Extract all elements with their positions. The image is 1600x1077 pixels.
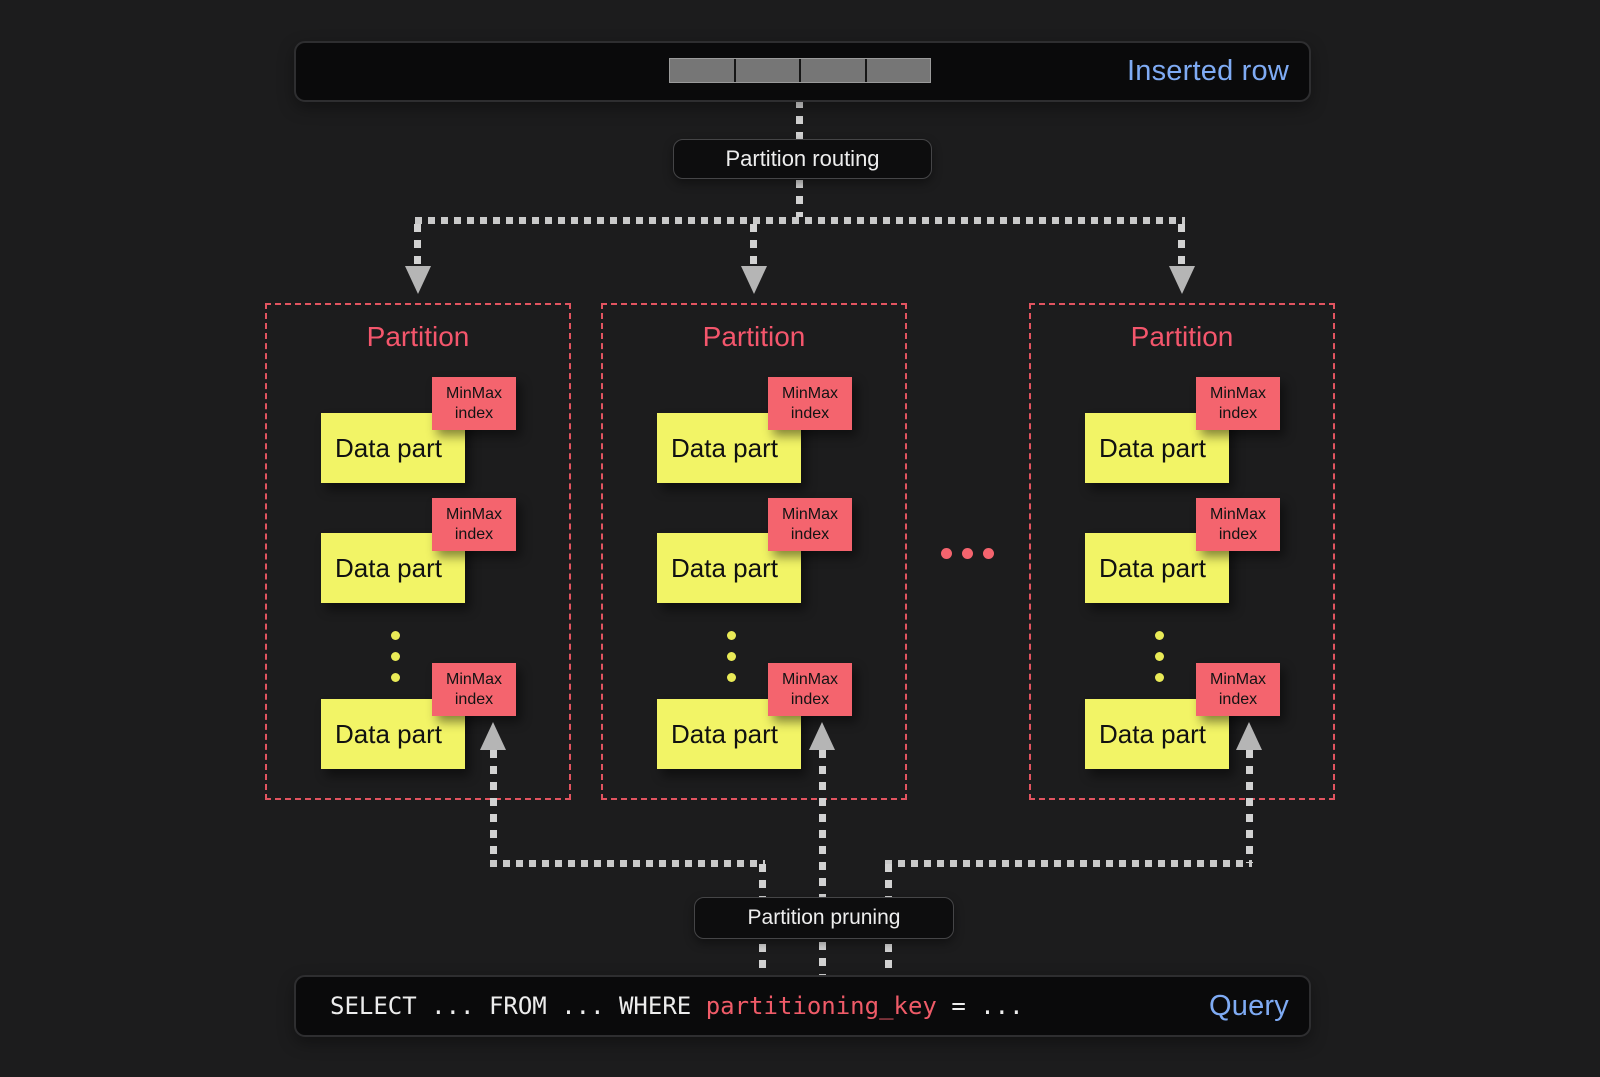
pruning-line-p1 [490, 750, 497, 863]
partition-box: Partition MinMax index Data part MinMax … [1029, 303, 1335, 800]
more-parts-dots [727, 631, 736, 682]
pruning-line-p3 [1246, 750, 1253, 863]
arrow-up-icon [1236, 722, 1262, 750]
row-cell [670, 59, 734, 82]
minmax-index-tag: MinMax index [1196, 663, 1280, 716]
routing-branch-line [415, 217, 1185, 224]
partition-box: Partition MinMax index Data part MinMax … [601, 303, 907, 800]
minmax-index-tag: MinMax index [432, 663, 516, 716]
partitioning-key-token: partitioning_key [705, 992, 937, 1020]
minmax-index-tag: MinMax index [432, 498, 516, 551]
partition-box: Partition MinMax index Data part MinMax … [265, 303, 571, 800]
row-cell [735, 59, 799, 82]
minmax-index-tag: MinMax index [1196, 377, 1280, 430]
more-partitions-dots [941, 548, 994, 559]
routing-drop-center [750, 224, 757, 268]
routing-drop-left [414, 224, 421, 268]
partition-title: Partition [702, 321, 806, 352]
arrow-down-icon [1169, 266, 1195, 294]
query-box: SELECT ... FROM ... WHERE partitioning_k… [294, 975, 1311, 1037]
minmax-index-tag: MinMax index [768, 377, 852, 430]
arrow-down-icon [741, 266, 767, 294]
arrow-up-icon [480, 722, 506, 750]
arrow-up-icon [809, 722, 835, 750]
row-cell [801, 59, 865, 82]
row-cell [866, 59, 930, 82]
row-cells [669, 58, 931, 83]
pruning-line-p2 [819, 750, 826, 975]
partition-routing-label: Partition routing [673, 139, 932, 179]
routing-drop-right [1178, 224, 1185, 268]
query-code: SELECT ... FROM ... WHERE partitioning_k… [330, 992, 1024, 1020]
data-part: Data part [321, 699, 465, 769]
pruning-elbow-right [885, 860, 1252, 867]
inserted-row-box: Inserted row [294, 41, 1311, 102]
minmax-index-tag: MinMax index [432, 377, 516, 430]
partition-pruning-label: Partition pruning [694, 897, 954, 939]
minmax-index-tag: MinMax index [1196, 498, 1280, 551]
partition-title: Partition [1130, 321, 1234, 352]
more-parts-dots [1155, 631, 1164, 682]
minmax-index-tag: MinMax index [768, 498, 852, 551]
partition-title: Partition [366, 321, 470, 352]
query-label: Query [1209, 989, 1289, 1022]
inserted-row-label: Inserted row [1127, 55, 1289, 87]
more-parts-dots [391, 631, 400, 682]
pruning-elbow-left [490, 860, 765, 867]
minmax-index-tag: MinMax index [768, 663, 852, 716]
arrow-down-icon [405, 266, 431, 294]
